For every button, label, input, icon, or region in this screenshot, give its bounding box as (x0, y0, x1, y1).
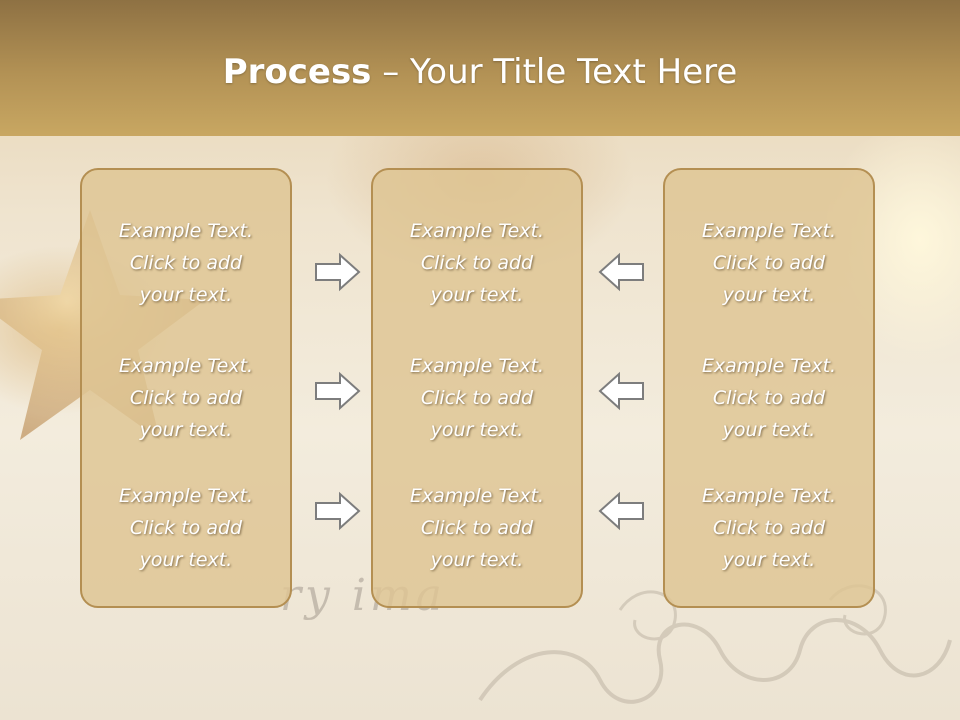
text-placeholder[interactable]: Example Text. Click to add your text. (701, 485, 837, 571)
arrow-right-icon (313, 371, 363, 411)
arrow-left-icon (596, 371, 646, 411)
text-placeholder[interactable]: Example Text. Click to add your text. (701, 220, 837, 306)
text-placeholder[interactable]: Example Text. Click to add your text. (409, 355, 545, 441)
arrow-right-icon (313, 491, 363, 531)
text-placeholder[interactable]: Example Text. Click to add your text. (409, 485, 545, 571)
text-placeholder[interactable]: Example Text. Click to add your text. (118, 220, 254, 306)
process-box-left[interactable]: Example Text. Click to add your text. Ex… (80, 168, 292, 608)
text-placeholder[interactable]: Example Text. Click to add your text. (409, 220, 545, 306)
arrow-right-icon (313, 252, 363, 292)
text-placeholder[interactable]: Example Text. Click to add your text. (118, 485, 254, 571)
arrow-left-icon (596, 252, 646, 292)
process-box-right[interactable]: Example Text. Click to add your text. Ex… (663, 168, 875, 608)
title-rest: – Your Title Text Here (371, 52, 738, 92)
slide-title[interactable]: Process – Your Title Text Here (0, 52, 960, 92)
process-box-middle[interactable]: Example Text. Click to add your text. Ex… (371, 168, 583, 608)
title-band: Process – Your Title Text Here (0, 0, 960, 136)
arrow-left-icon (596, 491, 646, 531)
text-placeholder[interactable]: Example Text. Click to add your text. (118, 355, 254, 441)
title-bold: Process (222, 52, 372, 92)
text-placeholder[interactable]: Example Text. Click to add your text. (701, 355, 837, 441)
